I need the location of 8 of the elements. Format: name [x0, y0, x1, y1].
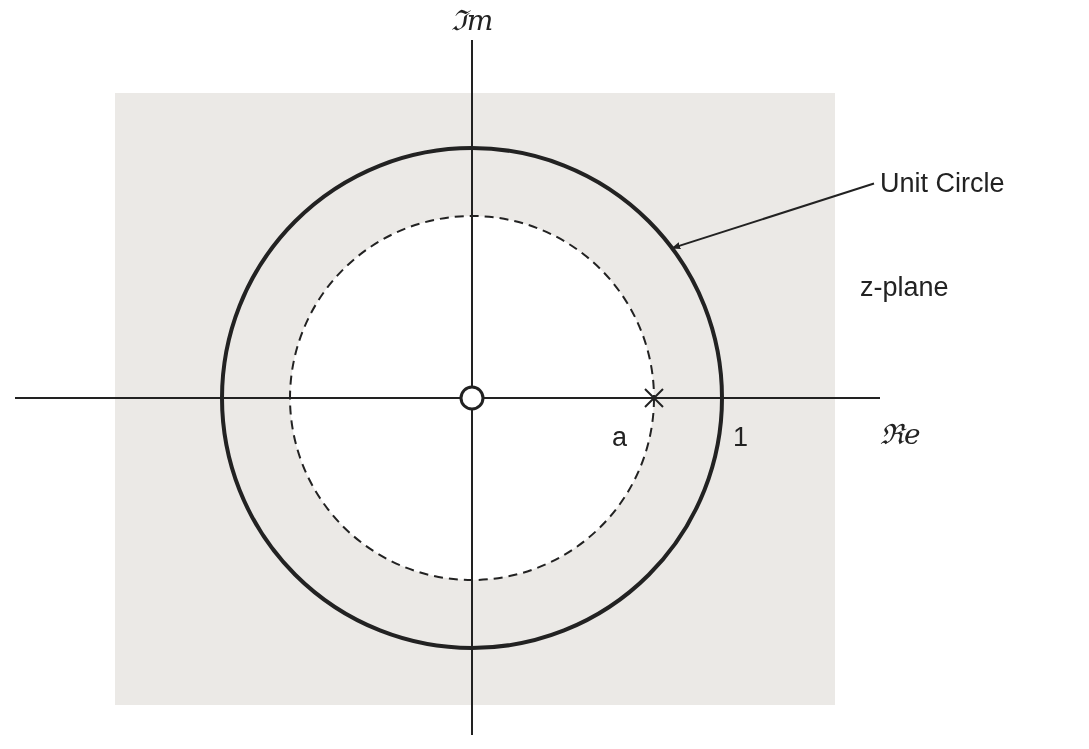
axis-label: ℜe: [880, 417, 921, 452]
unit-circle: [219, 145, 725, 651]
callout-label: Unit Circle: [880, 168, 1005, 199]
plane-label: z-plane: [860, 272, 949, 303]
axis-label: ℑm: [450, 3, 494, 38]
point-label: a: [612, 422, 628, 453]
tick-label: 1: [733, 422, 749, 453]
leader-line: [671, 182, 875, 250]
